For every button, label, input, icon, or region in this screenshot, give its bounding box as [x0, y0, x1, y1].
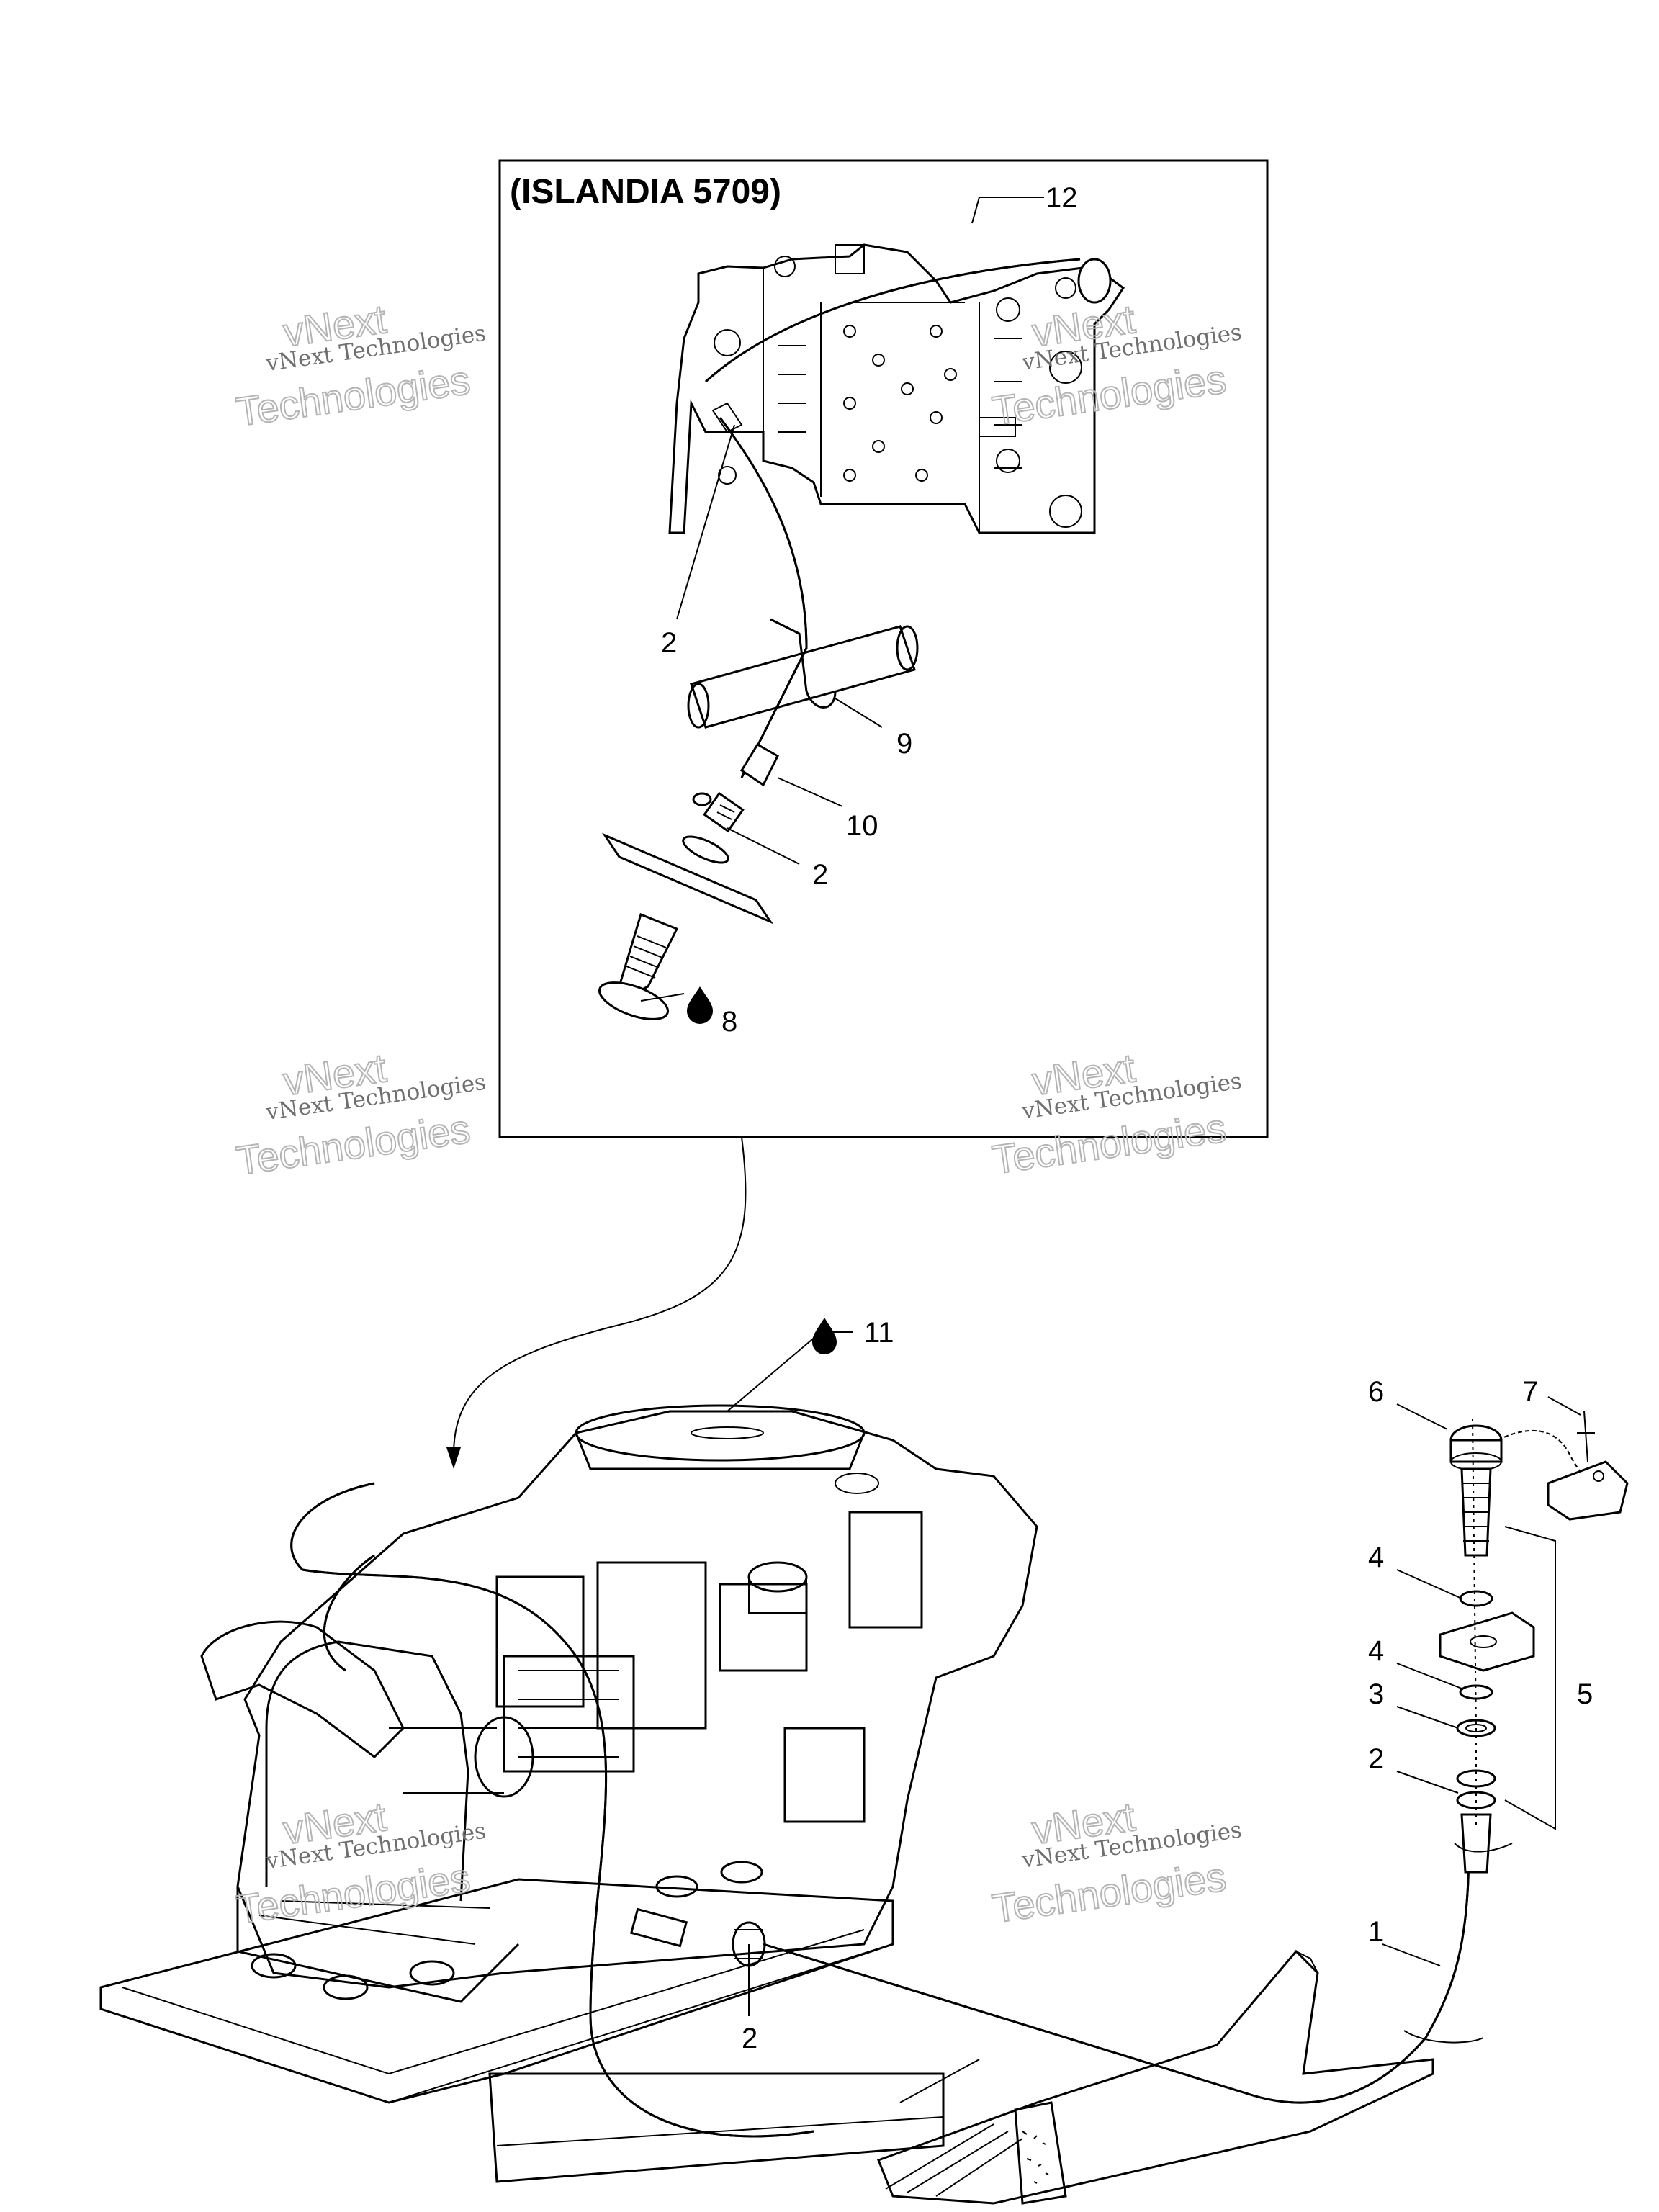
watermark-5: vNext vNext Technologies Technologies	[233, 1793, 487, 1933]
callout-9: 9	[896, 728, 912, 760]
watermark-1: vNext vNext Technologies Technologies	[233, 295, 487, 436]
inset-panel: (ISLANDIA 5709)	[498, 159, 1269, 1138]
callout-2-engine: 2	[742, 2023, 757, 2054]
connector-curve	[453, 1136, 747, 1455]
hose-clamp	[692, 791, 745, 833]
oil-drop-icon	[812, 1318, 837, 1354]
callout-2-inset-clamp: 2	[812, 859, 828, 891]
callout-10: 10	[846, 810, 878, 842]
drain-plug	[598, 912, 679, 1020]
callout-11: 11	[864, 1317, 894, 1349]
callout-5: 5	[1577, 1678, 1593, 1710]
hose-end	[1077, 258, 1112, 304]
drain-line	[763, 1943, 1427, 2104]
callout-4-lower: 4	[1368, 1635, 1384, 1667]
mounting-plate	[601, 832, 774, 925]
oil-drop-icon	[687, 986, 713, 1024]
engine-assembly-drawing	[99, 1404, 1038, 2183]
callout-12: 12	[1046, 182, 1078, 214]
filler-assembly	[1403, 1411, 1629, 2044]
callout-2-filler: 2	[1368, 1743, 1384, 1775]
callout-3: 3	[1368, 1678, 1384, 1710]
inset-title: (ISLANDIA 5709)	[510, 173, 781, 211]
callout-7: 7	[1522, 1376, 1538, 1408]
watermark-3: vNext vNext Technologies Technologies	[233, 1044, 487, 1184]
drain-tube	[739, 742, 779, 787]
hull-section	[877, 1949, 1434, 2205]
connector-arrow	[446, 1447, 461, 1469]
watermark-6: vNext vNext Technologies Technologies	[989, 1793, 1244, 1932]
hose-clip	[770, 618, 837, 709]
callout-1: 1	[1368, 1916, 1384, 1948]
engine-block-drawing	[668, 243, 1125, 534]
support-bar	[687, 625, 919, 729]
callout-6: 6	[1368, 1376, 1384, 1408]
callout-8: 8	[721, 1006, 737, 1038]
callout-4-upper: 4	[1368, 1542, 1384, 1573]
callout-2-inset-hose: 2	[661, 627, 677, 659]
